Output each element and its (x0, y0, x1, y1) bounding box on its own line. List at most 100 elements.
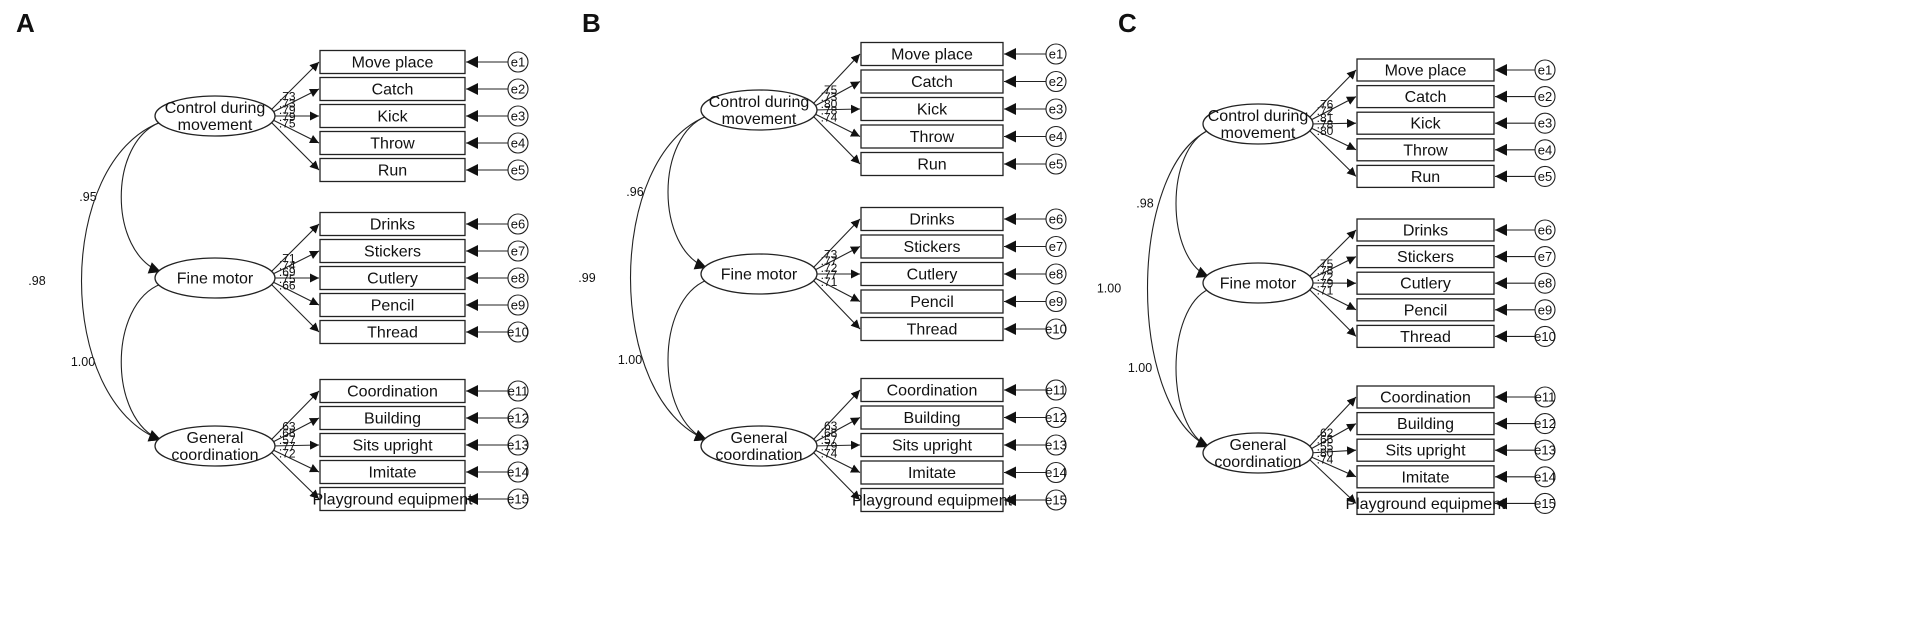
loading-value: .73 (821, 90, 838, 104)
loading-value: .79 (279, 110, 296, 124)
panel-label: B (582, 8, 601, 38)
indicator-box (860, 96, 1004, 122)
indicator-box (1356, 324, 1495, 349)
error-label: e13 (1534, 443, 1556, 458)
loading-arrow (1308, 458, 1357, 504)
indicator-box (860, 234, 1004, 259)
error-label: e14 (507, 465, 529, 480)
loading-value: .75 (279, 117, 296, 131)
loading-arrow (270, 88, 320, 114)
error-term (1045, 318, 1067, 340)
loading-arrow (812, 279, 861, 330)
loading-arrow (812, 112, 861, 137)
loading-arrow (1308, 256, 1357, 281)
indicator-box (319, 238, 466, 264)
loading-arrow (812, 389, 861, 441)
indicator-box (860, 151, 1004, 177)
error-term (1045, 461, 1067, 484)
loading-value: .73 (279, 96, 296, 110)
loading-value: .79 (821, 440, 838, 454)
loading-value: .76 (1317, 98, 1334, 112)
error-term (507, 213, 529, 235)
error-term (1534, 219, 1556, 241)
error-label: e15 (1045, 493, 1067, 508)
covariance-value: .98 (28, 274, 45, 288)
loading-value: .68 (821, 426, 838, 440)
error-term (507, 488, 529, 510)
indicator-box (860, 487, 1004, 513)
loading-arrow (270, 61, 320, 111)
indicator-label: Coordination (347, 384, 438, 401)
error-label: e12 (1534, 416, 1556, 431)
indicator-box (860, 405, 1004, 430)
indicator-label: Catch (911, 74, 953, 91)
covariance-value: 1.00 (1128, 361, 1152, 375)
loading-value: .71 (821, 275, 838, 289)
latent-label: coordination (715, 447, 802, 464)
error-label: e5 (1538, 169, 1552, 184)
indicator-box (1356, 385, 1495, 409)
error-term (1534, 246, 1556, 268)
error-term (507, 51, 529, 73)
error-term (1534, 413, 1556, 435)
indicator-box (319, 157, 466, 183)
indicator-box (1356, 438, 1495, 462)
loading-arrow (812, 81, 861, 108)
error-label: e13 (1045, 438, 1067, 453)
indicator-box (1356, 491, 1495, 516)
loading-arrow (1308, 229, 1357, 278)
covariance-value: 1.00 (618, 353, 642, 367)
indicator-label: Kick (377, 109, 408, 126)
covariance-arc (80, 112, 175, 442)
loading-arrow (270, 118, 320, 144)
loading-value: .77 (821, 268, 838, 282)
error-label: e14 (1045, 465, 1067, 480)
indicator-label: Coordination (887, 383, 978, 400)
indicator-box (860, 206, 1004, 232)
loading-value: .79 (279, 103, 296, 117)
latent-label: Control during (709, 94, 810, 111)
error-term (1045, 290, 1067, 313)
latent-factor (1202, 262, 1314, 304)
loading-arrow (1308, 126, 1357, 151)
error-term (507, 461, 529, 483)
error-term (1045, 98, 1067, 120)
indicator-label: Playground equipment (1345, 496, 1506, 513)
error-label: e7 (1049, 239, 1063, 254)
loading-value: .72 (821, 261, 838, 275)
covariance-arc (1147, 119, 1223, 448)
latent-label: General (1230, 437, 1287, 454)
indicator-label: Cutlery (1400, 276, 1451, 293)
indicator-label: Throw (370, 136, 415, 153)
indicator-box (319, 378, 466, 404)
error-term (1534, 299, 1556, 321)
loading-value: .63 (279, 419, 296, 433)
loading-value: .63 (821, 419, 838, 433)
error-label: e2 (1538, 89, 1552, 104)
error-term (1045, 406, 1067, 429)
loading-arrow (812, 218, 861, 269)
error-term (507, 105, 529, 127)
indicator-box (319, 432, 466, 458)
indicator-label: Kick (1410, 116, 1441, 133)
error-label: e1 (1049, 47, 1063, 62)
indicator-label: Catch (372, 82, 414, 99)
error-term (507, 407, 529, 429)
loading-arrow (270, 448, 320, 473)
latent-factor (154, 95, 276, 137)
loading-value: .80 (1317, 124, 1334, 138)
loading-arrow (270, 390, 320, 441)
loading-arrow (1308, 446, 1357, 456)
indicator-box (1356, 164, 1495, 189)
error-term (507, 294, 529, 316)
indicator-label: Pencil (371, 298, 415, 315)
latent-factor (1202, 103, 1314, 145)
covariance-arc (120, 274, 175, 442)
latent-label: movement (722, 111, 797, 128)
indicator-box (1356, 84, 1495, 109)
indicator-box (319, 76, 466, 102)
error-label: e8 (511, 271, 525, 286)
loading-value: .57 (279, 433, 296, 447)
